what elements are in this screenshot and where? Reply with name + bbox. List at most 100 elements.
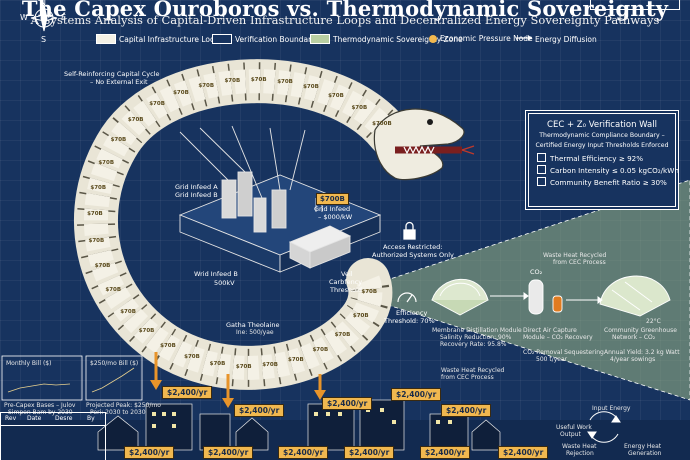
- ring-segment-label: $70B: [87, 211, 103, 218]
- arrow-right-icon: [516, 34, 532, 44]
- efficiency-sub: Threshold: 70%: [384, 317, 435, 325]
- gate-label: Gatha Theolaine: [226, 321, 280, 329]
- membrane-sub2: Recovery Rate: 95.8%: [440, 341, 507, 348]
- price-badge: $700B: [316, 193, 349, 205]
- carbon-label: Veil: [341, 270, 353, 278]
- ring-segment-label: $70B: [173, 90, 189, 97]
- ring-segment-label: $70B: [110, 136, 127, 143]
- ring-segment-label: $70B: [262, 362, 278, 369]
- gate-sublabel: Ine: 500/yae: [236, 329, 274, 336]
- ring-segment-label: $70B: [288, 356, 304, 363]
- membrane-module: [431, 278, 489, 316]
- pressure-arrows: [150, 352, 326, 408]
- ring-segment-label: $70B: [209, 361, 226, 368]
- legend-item-verification: Verification Boundary: [212, 34, 316, 44]
- grid-infeed-b-top: Grid Infeed B: [175, 191, 218, 199]
- ring-segment-label: $70B: [351, 104, 368, 111]
- bottom-bill-badge: $2,400/yr: [278, 446, 329, 459]
- ring-segment-label: $70B: [98, 160, 115, 167]
- legend-label: Thermodynamic Sovereignty Zone: [333, 34, 463, 44]
- waste-heat-top-sub: from CEC Process: [553, 259, 606, 266]
- ring-segment-label: $70B: [149, 101, 165, 108]
- carbon-sub: Carbfency: [329, 278, 363, 286]
- cec-heading: CEC + Z₀ Verification Wall: [547, 120, 657, 130]
- cec-criterion-text: Community Benefit Ratio ≥ 30%: [550, 178, 667, 187]
- ring-segment-label: $70B: [334, 332, 351, 339]
- ring-segment-label: $70B: [120, 309, 136, 316]
- legend-swatch: [96, 34, 116, 44]
- ring-segment-label: $70B: [90, 185, 107, 192]
- ring-segment-label: $70B: [235, 363, 252, 370]
- checkbox-icon: [537, 153, 546, 162]
- ring-segment-label: $700B: [372, 121, 392, 128]
- dac-sub1: Module – CO₂ Recovery: [523, 334, 593, 341]
- snake-body: [73, 59, 412, 390]
- monthly-bill-label: Monthly Bill ($): [6, 360, 52, 367]
- ring-segment-label: $70B: [352, 313, 369, 320]
- bill-badge: $2,400/yr: [441, 404, 492, 417]
- ring-segment-label: $70B: [127, 116, 144, 123]
- compass-e: E: [61, 13, 67, 22]
- cycle-sublabel: – No External Exit: [90, 78, 148, 86]
- waste-heat-top: Waste Heat Recycled: [543, 252, 607, 259]
- bottom-bill-badge: $2,400/yr: [498, 446, 549, 459]
- projected-peak-label: Projected Peak: $250/mo: [86, 402, 161, 409]
- waste-heat-bottom-sub: from CEC Process: [441, 374, 494, 381]
- greenhouse-sub2: Annual Yield: 3.2 kg Watt: [604, 349, 680, 356]
- cycle-bottom-left2: Rejection: [566, 450, 594, 457]
- legend-swatch: [310, 34, 330, 44]
- compass-w: W: [20, 13, 28, 22]
- cycle-left2: Output: [560, 431, 581, 438]
- bill-chart-panels: [1, 355, 143, 401]
- greenhouse-title: Community Greenhouse: [604, 327, 677, 334]
- dac-sub2: CO₂ Removal Sequestering: [523, 349, 604, 356]
- ring-segment-label: $70B: [160, 343, 176, 350]
- waste-heat-bottom: Waste Heat Recycled: [441, 367, 505, 374]
- cycle-label: Self-Reinforcing Capital Cycle: [64, 70, 160, 78]
- cycle-left: Useful Work: [556, 424, 592, 431]
- revision-table: Rev Date Desre By: [0, 412, 106, 460]
- access-sub: Authorized Systems Only: [372, 251, 454, 259]
- membrane-sub1: Salinity Reduction: 90%: [440, 334, 512, 341]
- table-header: Date: [27, 415, 42, 422]
- bill-badge: $2,400/yr: [322, 397, 373, 410]
- legend-swatch: [429, 34, 437, 43]
- greenhouse: [599, 275, 671, 317]
- cec-criterion-text: Thermal Efficiency ≥ 92%: [550, 154, 644, 163]
- table-header: Desre: [55, 415, 73, 422]
- cycle-bottom-left: Waste Heat: [562, 443, 597, 450]
- page-title: The Capex Ouroboros vs. Thermodynamic So…: [21, 0, 669, 21]
- dac-title: Direct Air Capture: [523, 327, 577, 334]
- compass-s: S: [41, 35, 47, 44]
- ring-segment-label: $70B: [303, 84, 319, 91]
- cec-criterion: Thermal Efficiency ≥ 92%: [537, 153, 675, 165]
- projected-bill-label: $250/mo Bill ($): [90, 360, 139, 367]
- bottom-bill-badge: $2,400/yr: [203, 446, 254, 459]
- ring-segment-label: $70B: [198, 82, 215, 89]
- efficiency-label: Efficiency: [396, 309, 428, 317]
- projected-peak-sub: Peri: 2030 to 2030: [90, 409, 146, 416]
- table-header: By: [87, 415, 95, 422]
- pre-capex-label: Pre-Capex Bases – Julov: [4, 402, 76, 409]
- grid-infeed-right: Grid Infeed: [314, 205, 351, 213]
- access-title: Access Restricted:: [383, 243, 443, 251]
- ring-segment-label: $70B: [361, 288, 378, 295]
- compass-rose: N W E S: [6, 0, 67, 50]
- table-header: Rev: [5, 415, 17, 422]
- wrid-infeed-sub: 500kV: [214, 279, 235, 287]
- ring-segment-label: $70B: [250, 77, 267, 84]
- table-divider: [1, 425, 105, 426]
- cec-criterion: Carbon Intensity ≤ 0.05 kgCO₂/kWh: [537, 165, 679, 177]
- compass-n: N: [40, 0, 46, 7]
- bill-badge: $2,400/yr: [234, 404, 285, 417]
- ring-segment-label: $70B: [105, 287, 122, 294]
- dac-module: [528, 279, 563, 315]
- bill-badge: $2,400/yr: [391, 388, 442, 401]
- ring-segment-label: $70B: [88, 237, 105, 244]
- ring-segment-label: $70B: [312, 346, 329, 353]
- cec-verification-box: CEC + Z₀ Verification Wall Thermodynamic…: [528, 113, 679, 207]
- grid-infeed-a: Grid Infeed A: [175, 183, 218, 191]
- legend-swatch: [212, 34, 232, 44]
- legend-item-capital: Capital Infrastructure Loop: [96, 34, 219, 44]
